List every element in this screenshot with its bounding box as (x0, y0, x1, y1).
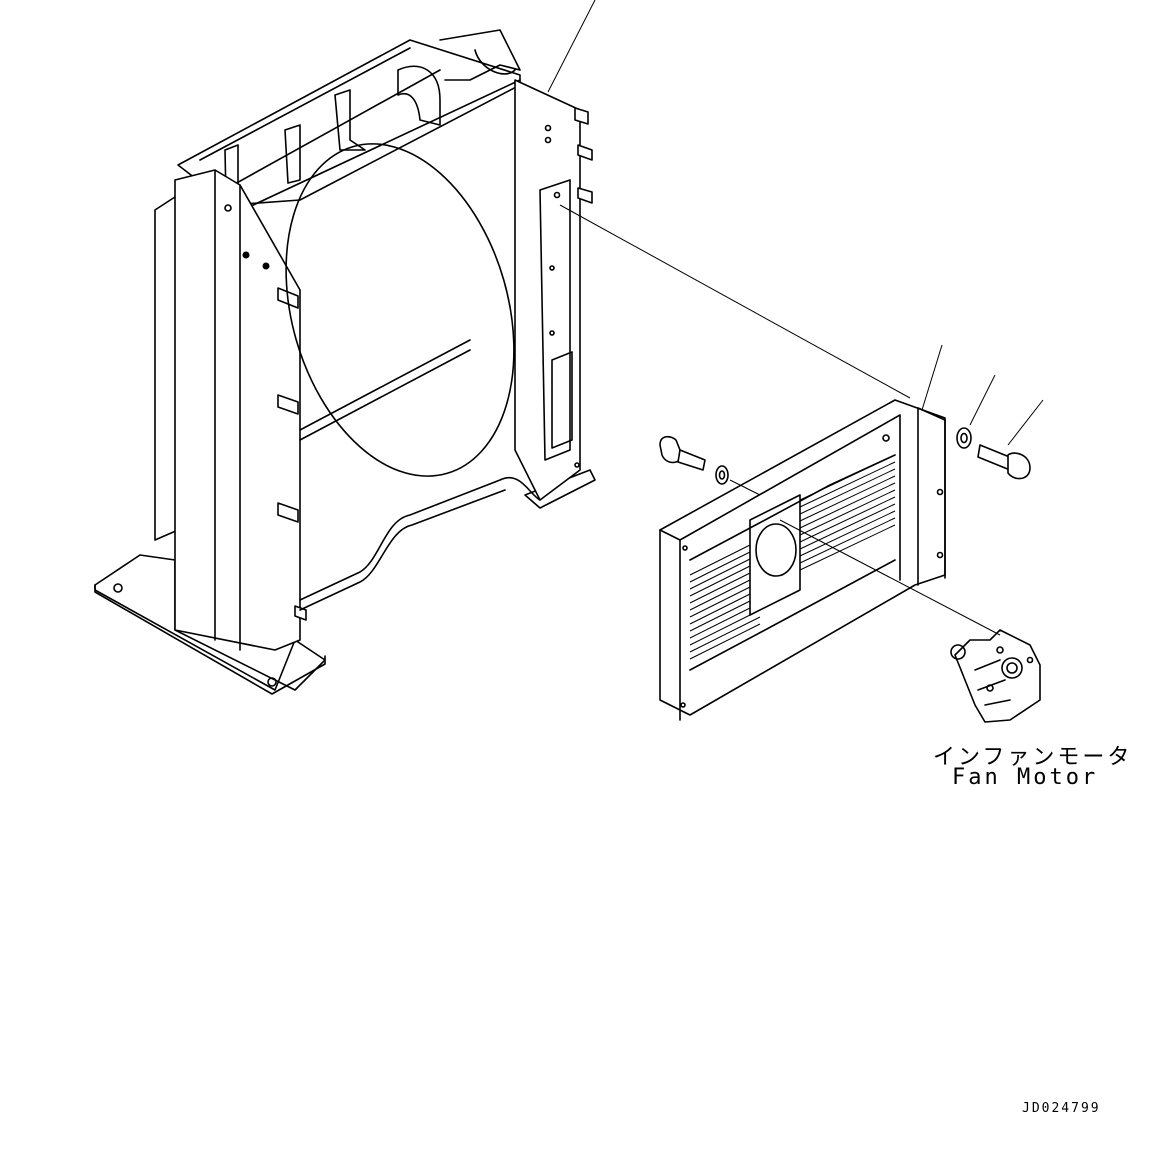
fan-shroud-frame (94, 0, 596, 695)
assembly-lines (559, 204, 1001, 636)
washer-left (715, 465, 729, 485)
bolt-left (659, 435, 706, 471)
drawing-id: JD024799 (1022, 1101, 1101, 1116)
fan-motor-label-jp: インファンモータ (933, 745, 1133, 770)
bolt-right (977, 399, 1044, 480)
washer-right (956, 374, 996, 449)
fan-motor (950, 629, 1041, 723)
fan-motor-label-en: Fan Motor (952, 765, 1099, 790)
cooling-fins-left (689, 539, 761, 660)
motor-bracket (659, 344, 946, 721)
